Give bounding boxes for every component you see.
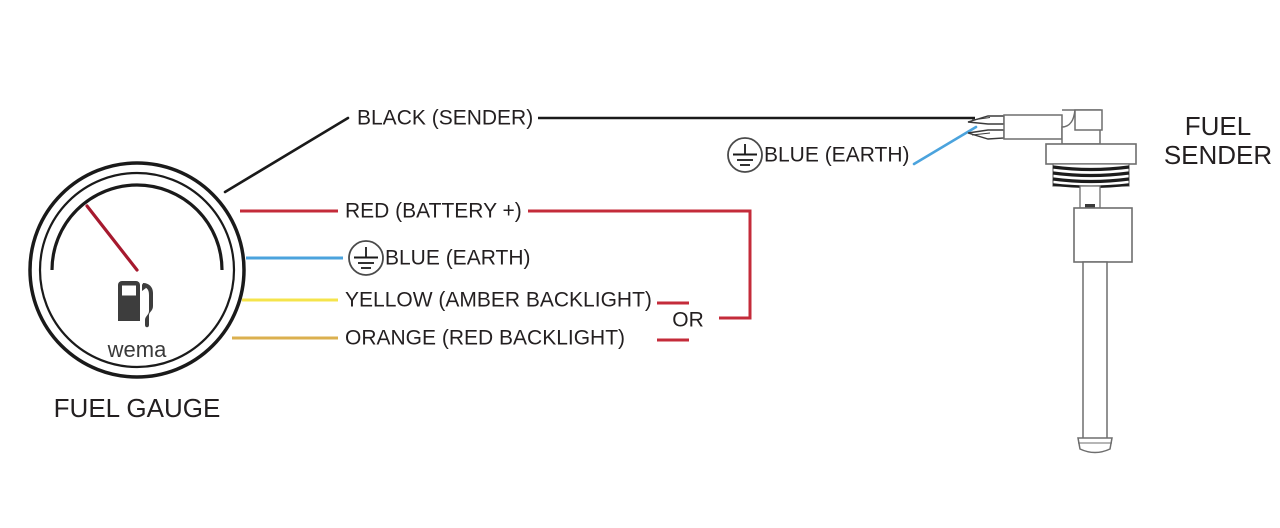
red-battery-label: RED (BATTERY +) (345, 200, 522, 223)
sender-tube (1082, 261, 1108, 443)
fuel-gauge-caption: FUEL GAUGE (54, 393, 221, 423)
earth-ground-symbol-sender (727, 137, 763, 173)
wire-black-sender: BLACK (SENDER) (223, 107, 975, 194)
orange-red-label: ORANGE (RED BACKLIGHT) (345, 327, 625, 350)
sender-threads (1052, 163, 1130, 188)
gauge-dial-arc (50, 183, 224, 271)
fuel-sender-caption-line1: FUEL (1185, 111, 1251, 141)
yellow-amber-label: YELLOW (AMBER BACKLIGHT) (345, 289, 652, 312)
wire-blue-earth-gauge: BLUE (EARTH) (246, 240, 530, 276)
wire-blue-earth-sender: BLUE (EARTH) (727, 125, 978, 173)
gauge-needle (85, 204, 139, 272)
red-battery-junction-path (528, 209, 752, 320)
black-sender-leader-line (223, 116, 350, 194)
fuel-sender-group: FUEL SENDER (967, 109, 1272, 454)
gauge-brand-label: wema (107, 337, 167, 362)
black-sender-label: BLACK (SENDER) (357, 107, 533, 130)
sender-neck (1003, 114, 1063, 140)
sender-body-box (1073, 207, 1133, 263)
wire-yellow-amber: YELLOW (AMBER BACKLIGHT) (242, 289, 689, 312)
wire-orange-red: ORANGE (RED BACKLIGHT) (232, 327, 689, 350)
sender-flange (1045, 143, 1137, 165)
wire-red-battery: RED (BATTERY +) (240, 200, 752, 320)
blue-earth-gauge-label: BLUE (EARTH) (385, 247, 530, 270)
fuel-gauge-group: wema FUEL GAUGE (28, 161, 246, 423)
sender-terminal-lower (967, 129, 1005, 140)
sender-bottom-cap (1077, 437, 1113, 454)
sender-connector-cap (1074, 109, 1103, 131)
earth-ground-symbol (348, 240, 384, 276)
or-junction-label: OR (672, 309, 704, 332)
blue-earth-sender-line (912, 125, 978, 166)
fuel-sender-caption-line2: SENDER (1164, 140, 1272, 170)
blue-earth-sender-label: BLUE (EARTH) (764, 144, 909, 167)
sender-stem-collar (1085, 204, 1095, 209)
fuel-pump-icon (118, 281, 153, 328)
